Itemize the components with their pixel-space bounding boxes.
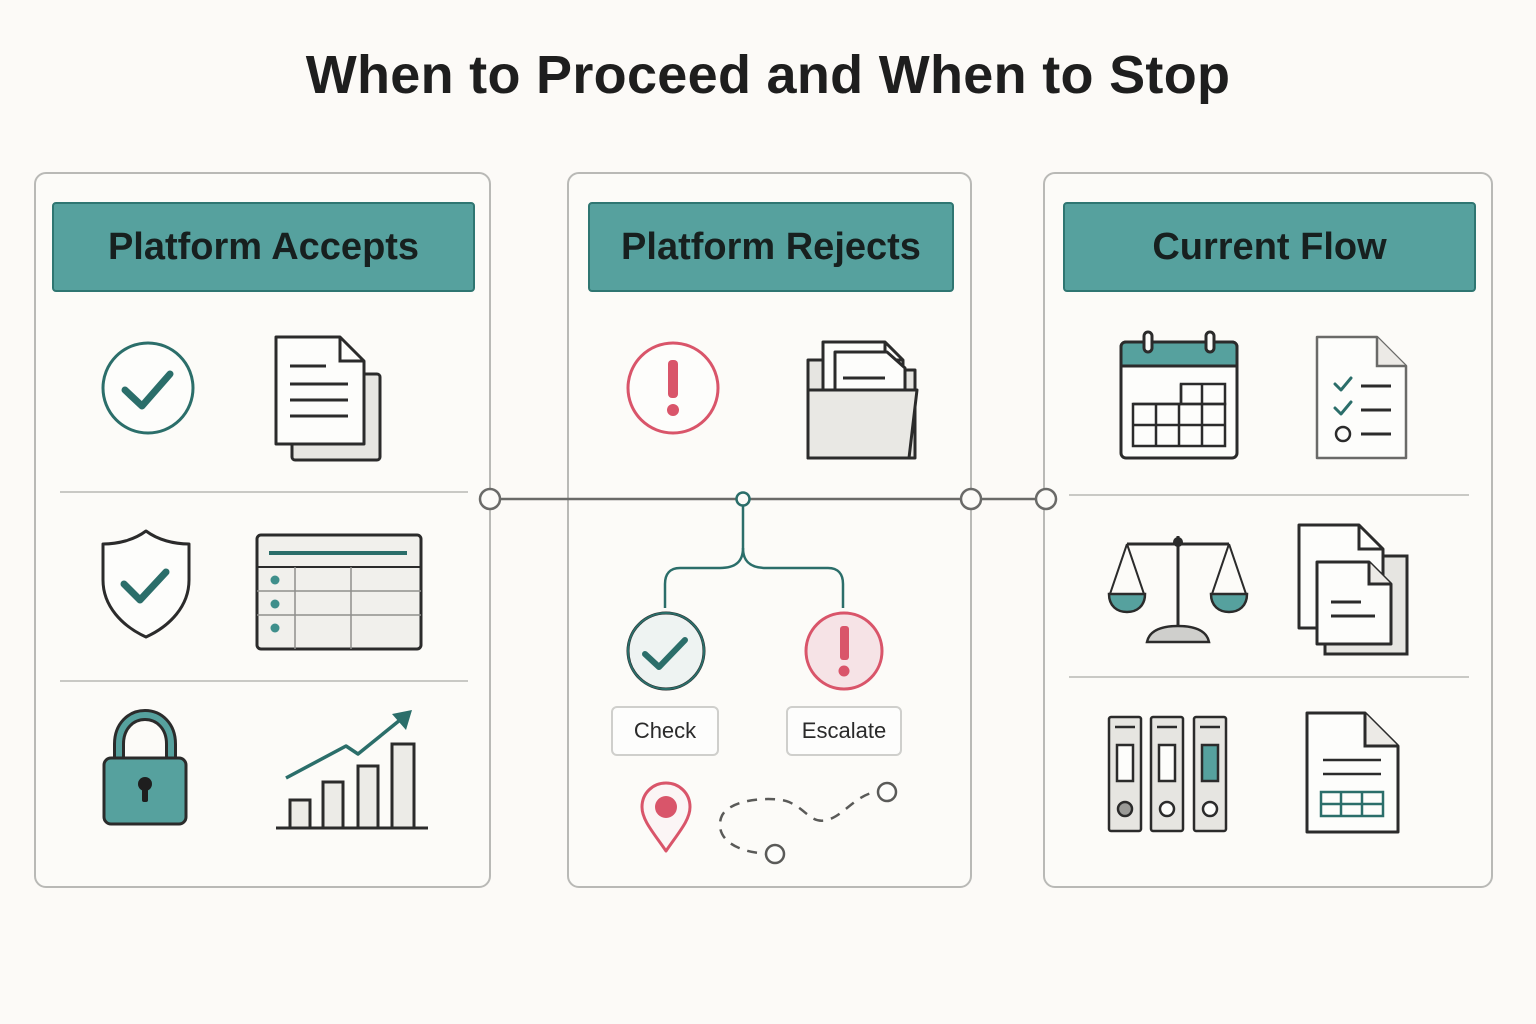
connector-node (478, 487, 502, 511)
panel-header-current-flow: Current Flow (1063, 202, 1476, 292)
check-label: Check (611, 706, 719, 756)
checklist-icon (1315, 334, 1409, 462)
documents-icon (274, 334, 384, 464)
row-divider (1069, 494, 1469, 496)
growth-chart-icon (276, 708, 432, 832)
shield-check-icon (100, 528, 192, 640)
folder-documents-icon (805, 338, 921, 462)
panel-platform-rejects: Platform Rejects (567, 172, 972, 888)
alert-circle-icon (625, 340, 721, 436)
calendar-icon (1119, 330, 1239, 462)
connector-node (735, 491, 751, 507)
panel-header-platform-accepts: Platform Accepts (52, 202, 475, 292)
padlock-icon (102, 708, 188, 828)
spreadsheet-document-icon (1305, 710, 1401, 836)
balance-scale-icon (1107, 528, 1249, 646)
panel-header-platform-rejects: Platform Rejects (588, 202, 954, 292)
connector-node (1034, 487, 1058, 511)
escalate-node-icon (803, 610, 885, 692)
row-divider (60, 491, 468, 493)
dashed-route-icon (715, 778, 901, 868)
row-divider (60, 680, 468, 682)
table-icon (255, 533, 423, 651)
stacked-documents-icon (1297, 522, 1411, 658)
row-divider (1069, 676, 1469, 678)
binders-icon (1107, 715, 1243, 835)
location-pin-icon (639, 780, 693, 854)
panel-current-flow: Current Flow (1043, 172, 1493, 888)
connector-node (959, 487, 983, 511)
escalate-label: Escalate (786, 706, 902, 756)
check-node-icon (625, 610, 707, 692)
panel-platform-accepts: Platform Accepts (34, 172, 491, 888)
page-title: When to Proceed and When to Stop (305, 45, 1231, 105)
check-circle-icon (100, 340, 196, 436)
